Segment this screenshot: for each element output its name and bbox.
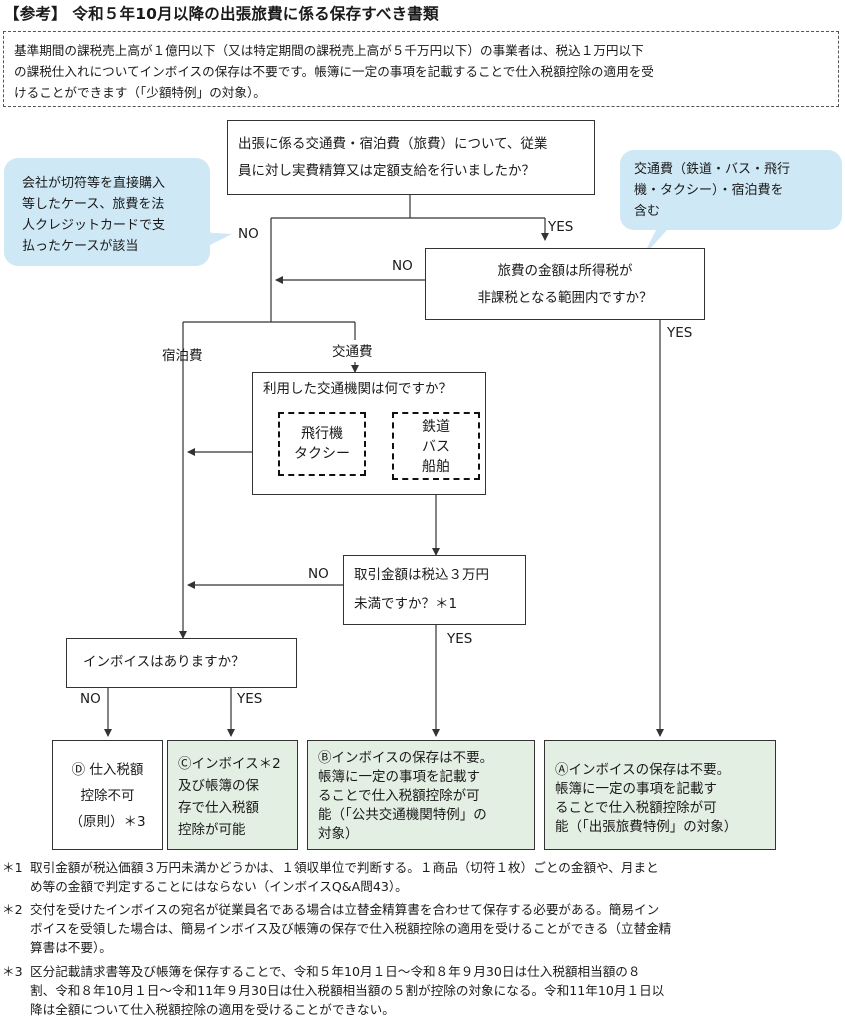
question-tax-exempt-range: 旅費の金額は所得税が 非課税となる範囲内ですか？ [425, 248, 705, 320]
label-q2-yes: YES [667, 325, 693, 341]
question-invoice-exists: インボイスはありますか？ [66, 638, 297, 688]
option-rail-bus-ship: 鉄道 バス 船舶 [392, 412, 480, 480]
footnote-1-mark: ＊1 [2, 860, 23, 875]
footnote-3-mark: ＊3 [2, 964, 23, 979]
footnote-2-mark: ＊2 [2, 902, 23, 917]
label-lodging: 宿泊費 [162, 348, 203, 364]
label-q4-yes: YES [447, 631, 473, 647]
footnote-2-text: 交付を受けたインボイスの宛名が従業員名である場合は立替金精算書を合わせて保存する… [30, 902, 672, 955]
label-q2-no: NO [392, 258, 413, 274]
page-title: 【参考】 令和５年10月以降の出張旅費に係る保存すべき書類 [4, 5, 439, 23]
label-q4-no: NO [308, 566, 329, 582]
label-q1-no: NO [238, 226, 259, 242]
bubble-travel-expense-scope: 交通費（鉄道・バス・飛行 機・タクシー）・宿泊費を 含む [620, 150, 842, 230]
question-transport-type-label: 利用した交通機関は何ですか？ [263, 381, 452, 397]
label-q5-no: NO [80, 691, 101, 707]
result-d-no-deduction: Ⓓ 仕入税額 控除不可 （原則）＊3 [52, 740, 163, 850]
option-air-taxi: 飛行機 タクシー [278, 412, 366, 476]
footnote-2: ＊2 交付を受けたインボイスの宛名が従業員名である場合は立替金精算書を合わせて保… [2, 900, 840, 957]
footnote-3: ＊3 区分記載請求書等及び帳簿を保存することで、令和５年10月１日～令和８年９月… [2, 962, 840, 1019]
result-b-public-transport: Ⓑインボイスの保存は不要。 帳簿に一定の事項を記載す ることで仕入税額控除が可 … [307, 740, 535, 850]
question-travel-settlement: 出張に係る交通費・宿泊費（旅費）について、従業 員に対し実費精算又は定額支給を行… [227, 120, 595, 195]
bubble-direct-purchase: 会社が切符等を直接購入 等したケース、旅費を法 人クレジットカードで支 払ったケ… [4, 158, 210, 266]
label-q1-yes: YES [548, 219, 574, 235]
note-bullet: ・ [18, 42, 28, 53]
footnote-3-text: 区分記載請求書等及び帳簿を保存することで、令和５年10月１日～令和８年９月30日… [30, 964, 665, 1017]
note-text: 基準期間の課税売上高が１億円以下（又は特定期間の課税売上高が５千万円以下）の事業… [14, 43, 654, 100]
result-a-business-travel: Ⓐインボイスの保存は不要。 帳簿に一定の事項を記載す ることで仕入税額控除が可 … [544, 740, 776, 850]
question-amount-under-30000: 取引金額は税込３万円 未満ですか？＊1 [343, 555, 526, 625]
small-amount-note: ・ 基準期間の課税売上高が１億円以下（又は特定期間の課税売上高が５千万円以下）の… [3, 31, 839, 107]
footnote-1: ＊1 取引金額が税込価額３万円未満かどうかは、１領収単位で判断する。１商品（切符… [2, 858, 840, 896]
footnote-1-text: 取引金額が税込価額３万円未満かどうかは、１領収単位で判断する。１商品（切符１枚）… [30, 860, 659, 894]
label-transport: 交通費 [332, 344, 373, 360]
result-c-invoice-deduction: Ⓒインボイス＊2 及び帳簿の保 存で仕入税額 控除が可能 [167, 740, 298, 850]
label-q5-yes: YES [237, 691, 263, 707]
